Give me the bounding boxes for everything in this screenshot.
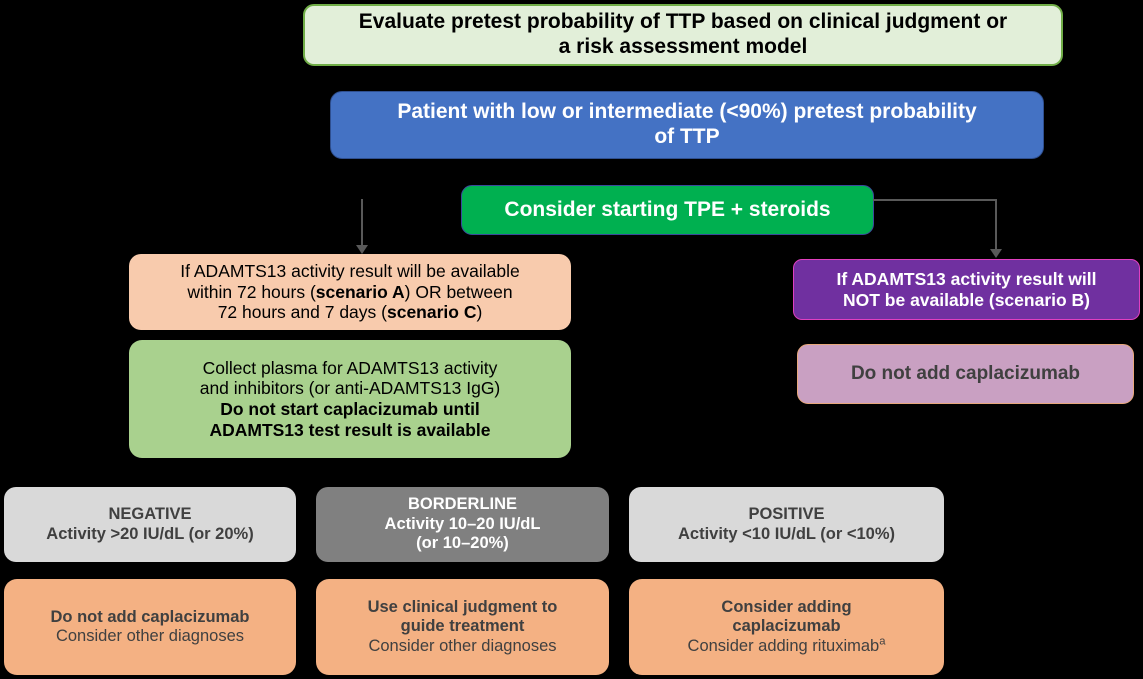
scenario-b-line-2: NOT be available (scenario B) (842, 289, 1091, 310)
node-result-negative: NEGATIVE Activity >20 IU/dL (or 20%) (4, 487, 296, 562)
collect-line-2: and inhibitors (or anti-ADAMTS13 IgG) (199, 378, 501, 399)
node-action-positive: Consider adding caplacizumab Consider ad… (629, 579, 944, 675)
patient-line-1: Patient with low or intermediate (<90%) … (397, 100, 977, 124)
scenario-ac-line-2-part1: within 72 hours ( (187, 281, 316, 302)
result-borderline-detail-2: (or 10–20%) (416, 534, 509, 553)
connector-right-vertical-line (995, 199, 997, 250)
action-negative-bold-1: Do not add caplacizumab (50, 607, 250, 626)
footnote-marker-a: a (879, 635, 886, 648)
action-borderline-plain: Consider other diagnoses (368, 636, 557, 655)
action-positive-bold-1: Consider adding (721, 597, 852, 616)
result-borderline-title: BORDERLINE (407, 495, 518, 514)
result-negative-detail-1: Activity >20 IU/dL (or 20%) (46, 524, 254, 543)
node-do-not-add-caplacizumab-scenario-b: Do not add caplacizumab (797, 344, 1134, 404)
action-negative-plain: Consider other diagnoses (55, 627, 245, 645)
scenario-b-line-1: If ADAMTS13 activity result will (836, 268, 1097, 289)
scenario-c-label: scenario C (386, 302, 477, 323)
scenario-a-label: scenario A (315, 281, 405, 302)
node-result-positive: POSITIVE Activity <10 IU/dL (or <10%) (629, 487, 944, 562)
patient-line-2: of TTP (654, 125, 720, 148)
connector-left-arrowhead (356, 245, 368, 254)
scenario-ac-line-1: If ADAMTS13 activity result will be avai… (180, 261, 520, 282)
node-evaluate-pretest-probability: Evaluate pretest probability of TTP base… (303, 4, 1063, 66)
collect-line-3: Do not start caplacizumab until (220, 399, 480, 419)
node-action-negative: Do not add caplacizumab Consider other d… (4, 579, 296, 675)
node-scenario-b: If ADAMTS13 activity result will NOT be … (793, 259, 1140, 320)
scenario-ac-line-2-part2: ) OR between (404, 281, 513, 302)
node-result-borderline: BORDERLINE Activity 10–20 IU/dL (or 10–2… (316, 487, 609, 562)
action-borderline-bold-1: Use clinical judgment to (367, 597, 558, 616)
node-consider-starting-tpe-steroids: Consider starting TPE + steroids (461, 185, 874, 235)
scenario-ac-line-3-part1: 72 hours and 7 days ( (217, 302, 387, 323)
result-negative-title: NEGATIVE (108, 505, 192, 524)
tpe-label: Consider starting TPE + steroids (504, 197, 831, 221)
node-collect-plasma-adamts13: Collect plasma for ADAMTS13 activity and… (129, 340, 571, 458)
node-patient-low-intermediate-probability: Patient with low or intermediate (<90%) … (330, 91, 1044, 159)
node-scenario-a-or-c: If ADAMTS13 activity result will be avai… (129, 254, 571, 330)
connector-right-horizontal-line (873, 199, 996, 201)
scenario-ac-line-3-part2: ) (476, 302, 483, 323)
action-borderline-bold-2: guide treatment (400, 617, 525, 636)
collect-line-4: ADAMTS13 test result is available (209, 419, 491, 440)
result-borderline-detail-1: Activity 10–20 IU/dL (384, 514, 541, 533)
connector-right-arrowhead (990, 249, 1002, 258)
result-positive-title: POSITIVE (748, 505, 825, 524)
result-positive-detail-1: Activity <10 IU/dL (or <10%) (677, 524, 896, 543)
no-caplacizumab-label: Do not add caplacizumab (850, 362, 1081, 384)
action-positive-bold-2: caplacizumab (732, 617, 841, 636)
node-action-borderline: Use clinical judgment to guide treatment… (316, 579, 609, 675)
collect-line-1: Collect plasma for ADAMTS13 activity (202, 357, 498, 378)
evaluate-line-1: Evaluate pretest probability of TTP base… (358, 10, 1008, 34)
evaluate-line-2: a risk assessment model (558, 35, 808, 58)
action-positive-plain: Consider adding rituximab (687, 636, 880, 655)
connector-left-vertical-line (361, 199, 363, 246)
